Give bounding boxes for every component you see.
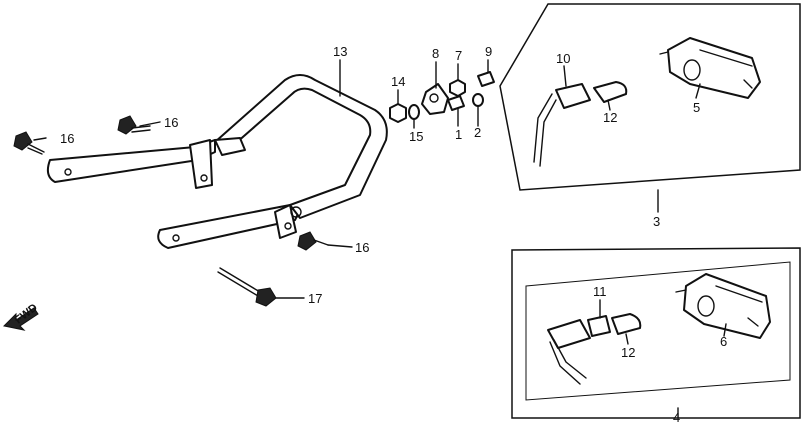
front-light-inner-frame <box>525 261 791 401</box>
bolt-16-upper <box>117 115 151 135</box>
callout-6: 6 <box>720 334 727 349</box>
leader-lines <box>33 59 727 419</box>
rear-light-assembly-frame <box>499 3 801 191</box>
screw-9 <box>477 71 495 87</box>
callout-12-front: 12 <box>621 345 635 360</box>
callout-12-rear: 12 <box>603 110 617 125</box>
lens-6 <box>675 273 771 339</box>
bolt-16-left <box>13 131 45 155</box>
callout-15: 15 <box>409 129 423 144</box>
nut-14 <box>389 103 407 123</box>
long-bolt-17 <box>217 267 277 307</box>
bolt-16-lower <box>297 231 329 251</box>
callout-10: 10 <box>556 51 570 66</box>
callout-17: 17 <box>308 291 322 306</box>
callout-16-left: 16 <box>60 131 74 146</box>
callout-13: 13 <box>333 44 347 59</box>
bracket-8 <box>421 83 449 115</box>
handle-bar <box>46 74 388 249</box>
callout-8: 8 <box>432 46 439 61</box>
callout-7: 7 <box>455 48 462 63</box>
lens-5 <box>659 37 761 99</box>
callout-9: 9 <box>485 44 492 59</box>
callout-5: 5 <box>693 100 700 115</box>
washer-15 <box>408 104 420 120</box>
callout-11: 11 <box>593 284 607 299</box>
callout-3: 3 <box>653 214 660 229</box>
socket-11 <box>547 315 611 385</box>
callout-14: 14 <box>391 74 405 89</box>
socket-10 <box>533 83 591 167</box>
collar-1 <box>447 95 465 111</box>
callout-2: 2 <box>474 125 481 140</box>
callout-1: 1 <box>455 127 462 142</box>
washer-2 <box>472 93 484 107</box>
bulb-12-rear <box>593 81 628 103</box>
bulb-12-front <box>611 313 642 335</box>
callout-4: 4 <box>673 410 680 425</box>
callout-16-lower: 16 <box>355 240 369 255</box>
direction-label: FWD <box>13 302 40 327</box>
front-light-assembly-frame <box>511 247 801 419</box>
nut-7 <box>449 79 466 97</box>
callout-16-upper: 16 <box>164 115 178 130</box>
forward-direction-indicator: FWD <box>2 302 40 331</box>
forward-arrow-icon <box>2 307 39 331</box>
